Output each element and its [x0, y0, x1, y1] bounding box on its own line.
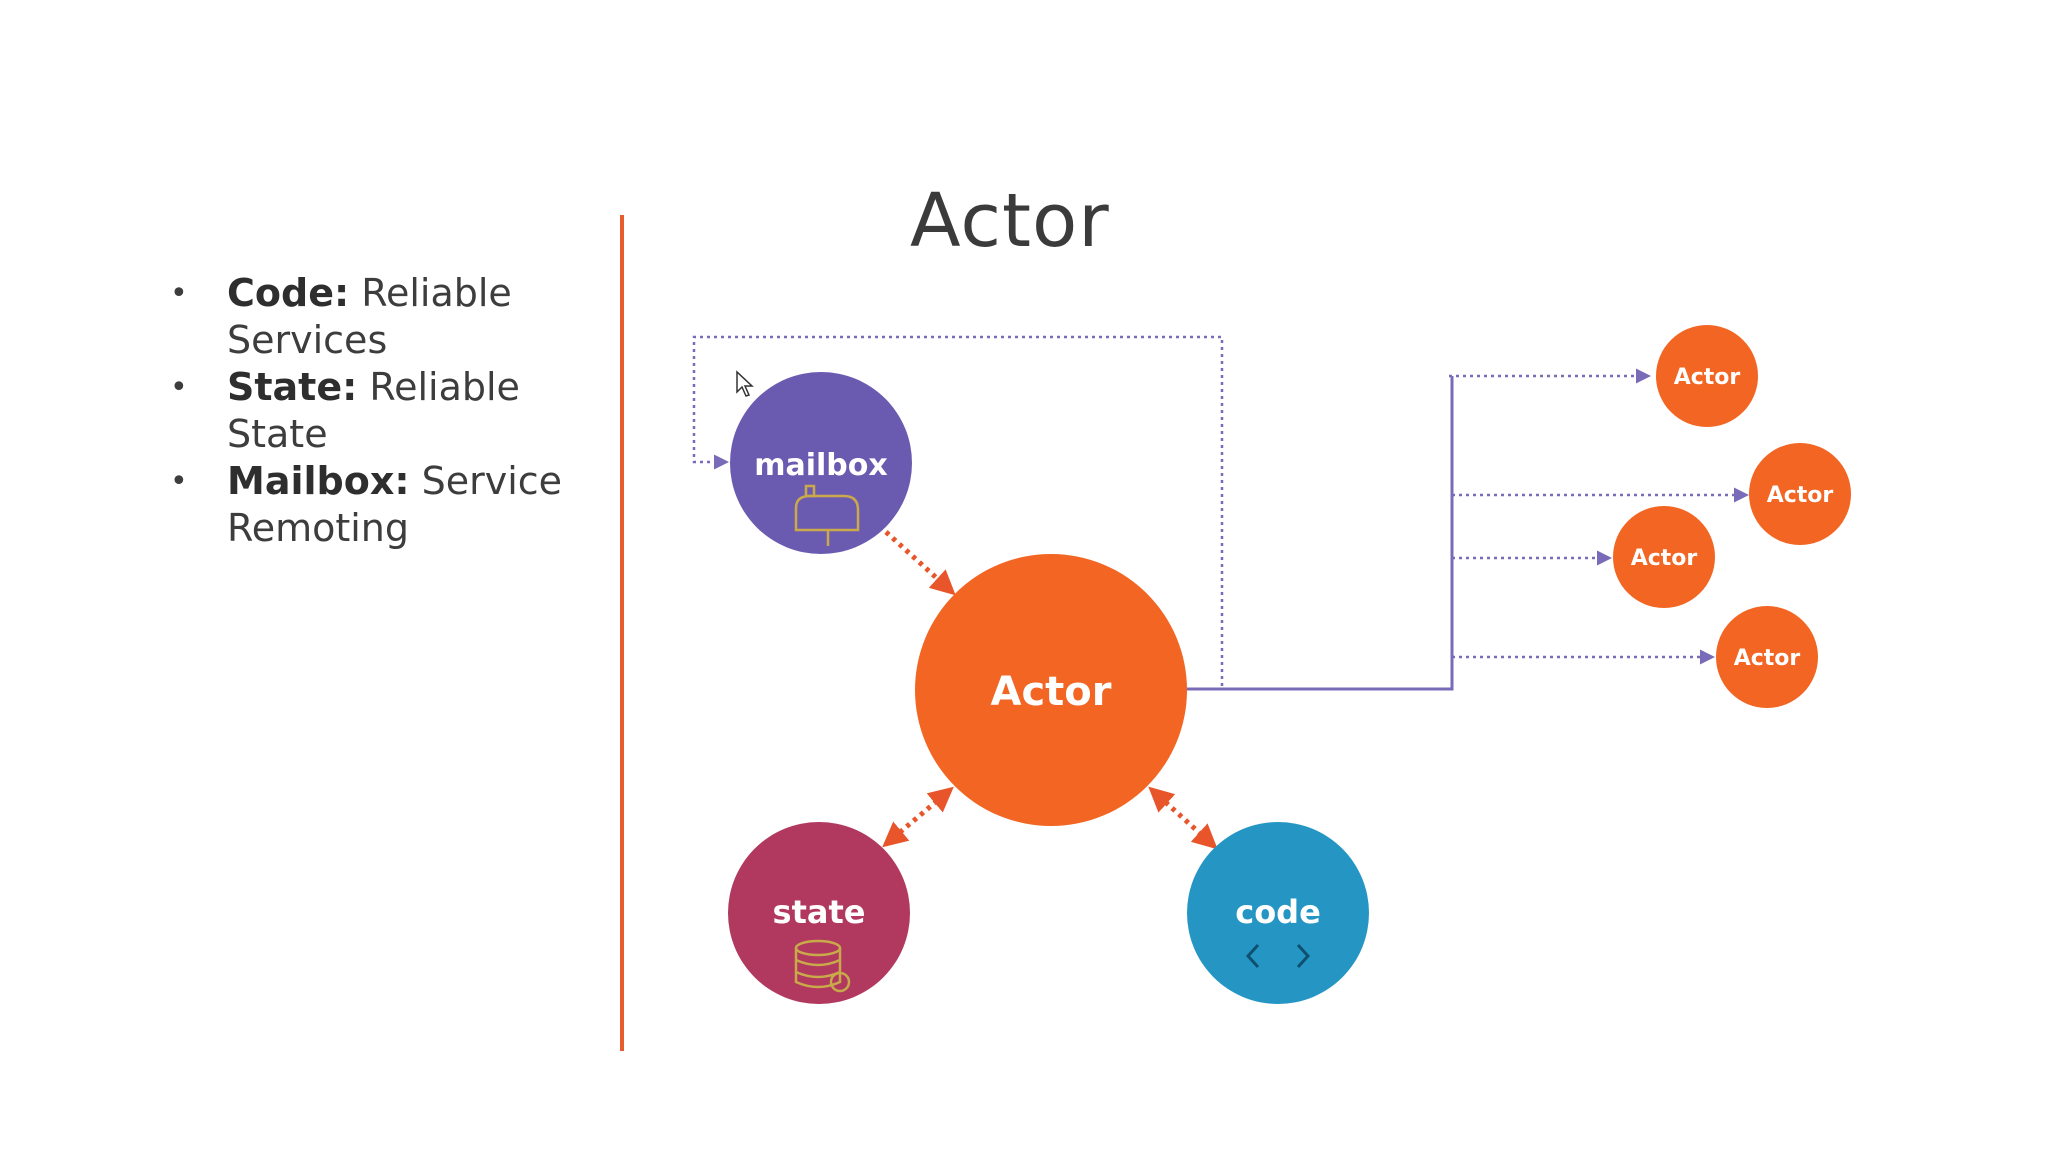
state-label: state [773, 893, 866, 931]
remote-actor-node: Actor [1613, 506, 1715, 608]
mailbox-icon [794, 484, 860, 546]
remote-actor-label: Actor [1674, 365, 1741, 390]
actor-code-arrow [1148, 786, 1218, 850]
remote-connector-trunk [1186, 376, 1454, 691]
bullet-item-code: • Code: Reliable Services [170, 270, 610, 364]
bullet-dot: • [170, 276, 188, 311]
center-actor-label: Actor [991, 669, 1112, 715]
bullet-list: • Code: Reliable Services • State: Relia… [170, 270, 610, 552]
mailbox-node: mailbox [730, 372, 912, 554]
vertical-divider [620, 215, 624, 1051]
bullet-dot: • [170, 370, 188, 405]
state-node: state [728, 822, 910, 1004]
diagram-title: Actor [910, 178, 1110, 264]
remote-actor-label: Actor [1631, 546, 1698, 571]
remote-actor-label: Actor [1767, 483, 1834, 508]
code-node: code [1187, 822, 1369, 1004]
bullet-key: Mailbox: [227, 459, 410, 503]
mouse-cursor-icon [736, 370, 754, 397]
bullet-key: Code: [227, 271, 350, 315]
center-actor-node: Actor [915, 554, 1187, 826]
code-brackets-icon [1245, 943, 1311, 969]
remote-actor-node: Actor [1749, 443, 1851, 545]
mailbox-to-actor-arrow [884, 530, 956, 596]
bullet-text: Service Remoting [227, 459, 563, 550]
bullet-dot: • [170, 464, 188, 499]
bullet-item-state: • State: Reliable State [170, 364, 610, 458]
bullet-text: Reliable Services [227, 271, 512, 362]
code-label: code [1235, 893, 1321, 931]
mailbox-label: mailbox [754, 448, 888, 483]
bullet-key: State: [227, 365, 358, 409]
remote-actor-node: Actor [1716, 606, 1818, 708]
database-icon [794, 939, 851, 993]
remote-actor-node: Actor [1656, 325, 1758, 427]
remote-actor-label: Actor [1734, 646, 1801, 671]
self-loop-connector [692, 335, 1224, 686]
bullet-item-mailbox: • Mailbox: Service Remoting [170, 458, 610, 552]
bullet-text: Reliable State [227, 365, 520, 456]
actor-state-arrow [882, 786, 954, 848]
